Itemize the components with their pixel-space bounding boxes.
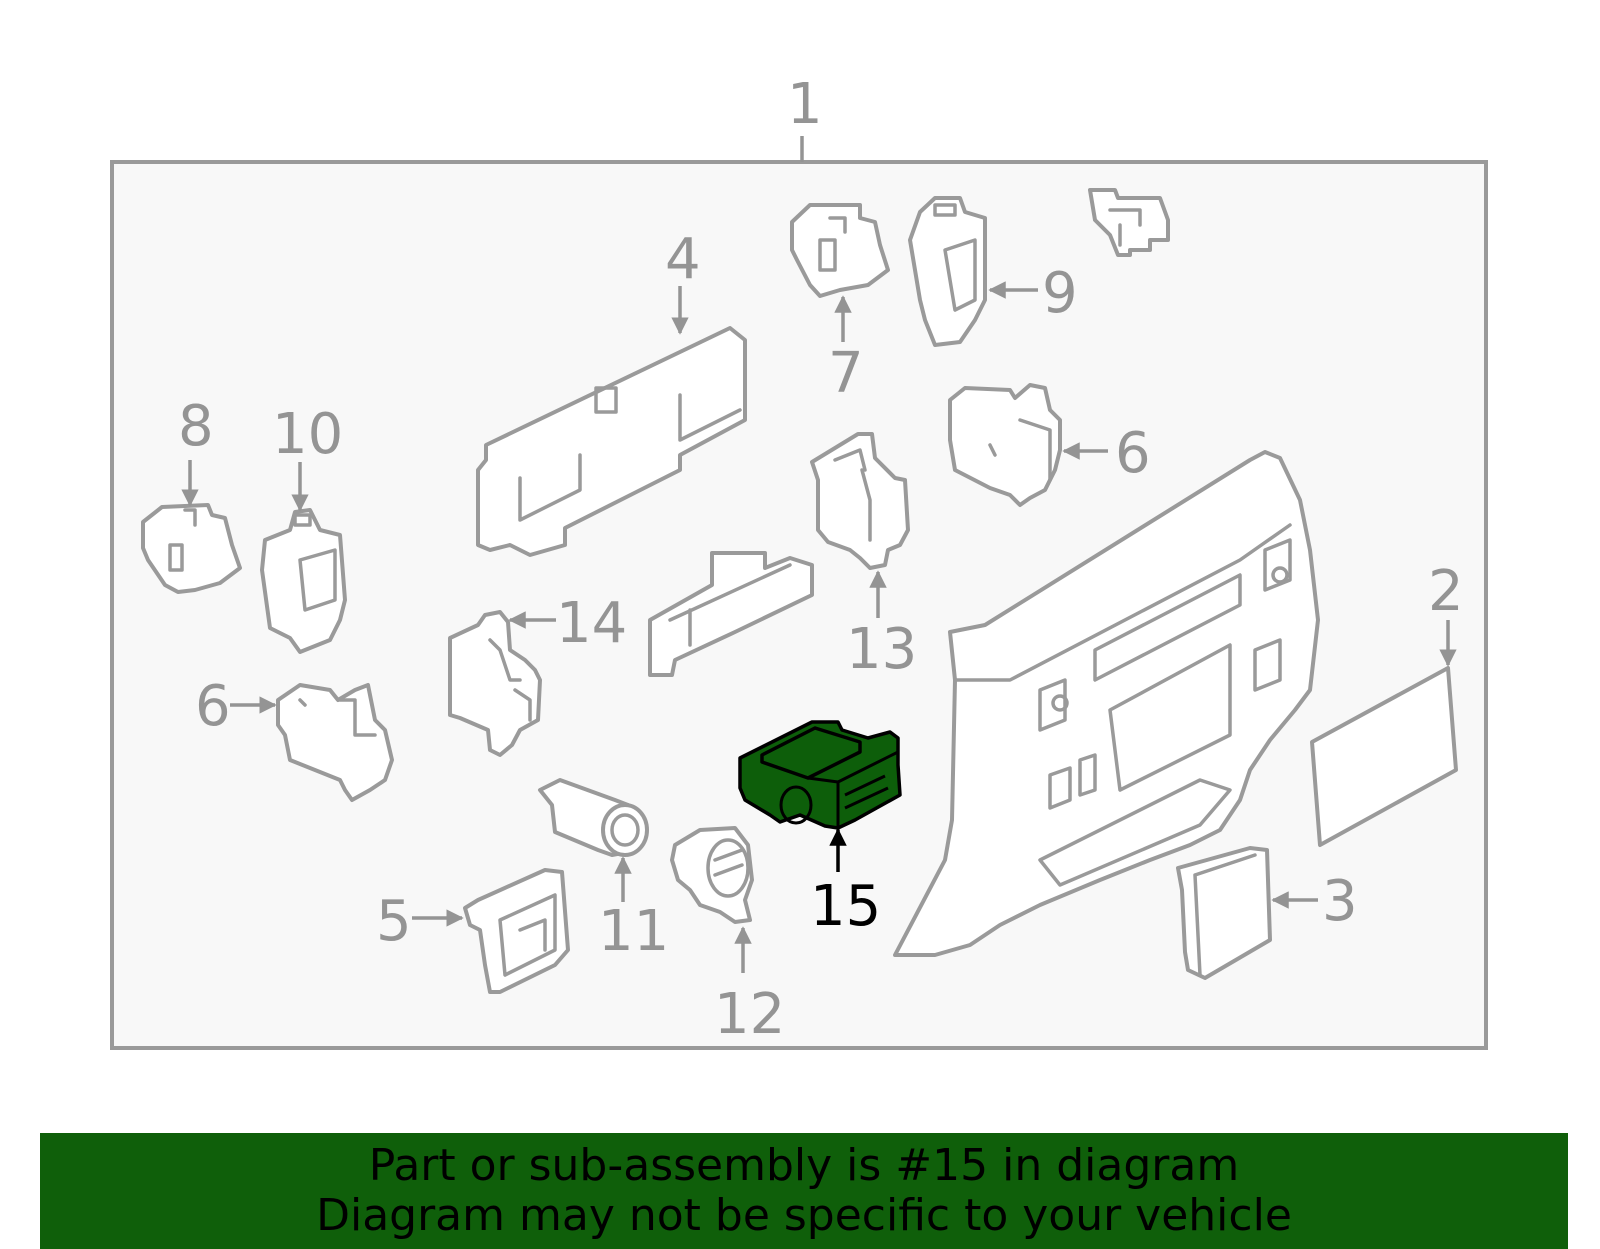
part-4-module xyxy=(476,326,747,557)
callout-12: 12 xyxy=(714,982,785,1047)
part-7-bracket xyxy=(790,203,890,298)
callout-2: 2 xyxy=(1428,559,1464,624)
part-13-bracket xyxy=(810,432,910,570)
banner-line-1: Part or sub-assembly is #15 in diagram xyxy=(368,1140,1240,1191)
part-6-upper-switch xyxy=(948,383,1062,507)
part-9-sensor xyxy=(908,196,987,347)
part-3-cover xyxy=(1176,846,1272,980)
part-5-module xyxy=(463,868,570,994)
callout-6-lower: 6 xyxy=(195,674,231,739)
callout-7: 7 xyxy=(828,341,864,406)
callout-15: 15 xyxy=(810,874,881,939)
part-unlabeled-bracket xyxy=(648,551,814,677)
part-14-bracket xyxy=(448,610,542,757)
callout-13: 13 xyxy=(846,617,917,682)
part-6-lower-switch xyxy=(276,683,394,802)
dash-panel xyxy=(893,450,1320,957)
part-unlabeled-clip xyxy=(1088,188,1170,257)
callout-6-upper: 6 xyxy=(1115,421,1151,486)
callout-8: 8 xyxy=(178,394,214,459)
callout-4: 4 xyxy=(665,227,701,292)
callout-3: 3 xyxy=(1322,869,1358,934)
callout-1: 1 xyxy=(787,72,823,137)
part-2-panel xyxy=(1310,666,1458,847)
callout-10: 10 xyxy=(272,402,343,467)
callout-5: 5 xyxy=(376,889,412,954)
banner-line-2: Diagram may not be specific to your vehi… xyxy=(316,1190,1292,1241)
callout-9: 9 xyxy=(1042,261,1078,326)
part-8-bracket xyxy=(141,503,242,594)
info-banner: Part or sub-assembly is #15 in diagram D… xyxy=(40,1133,1568,1249)
part-11-socket xyxy=(538,778,649,857)
part-15-highlighted xyxy=(738,720,902,830)
callout-11: 11 xyxy=(598,899,669,964)
callout-14: 14 xyxy=(556,591,627,656)
part-12-knob xyxy=(670,826,754,924)
